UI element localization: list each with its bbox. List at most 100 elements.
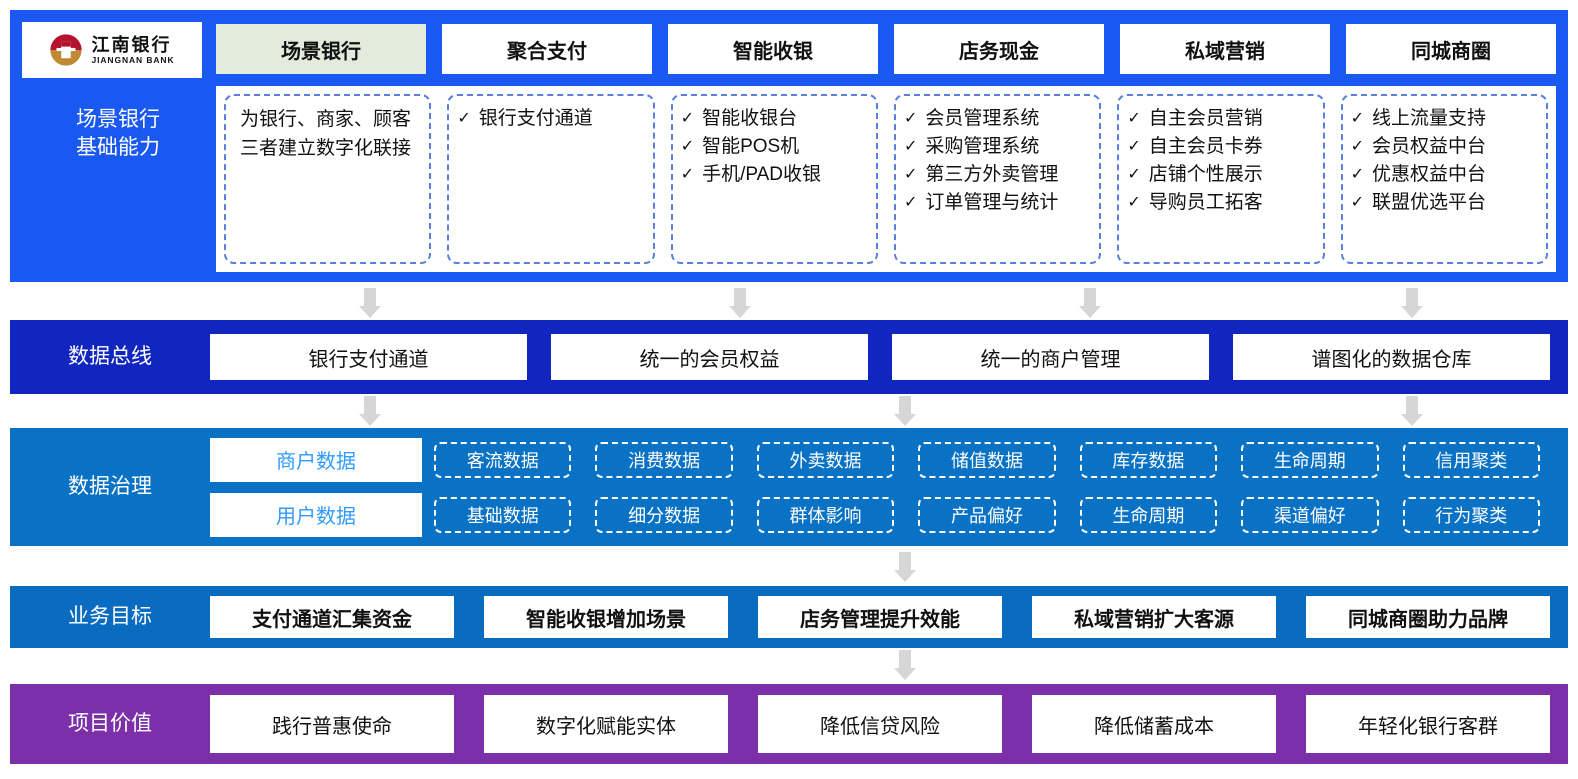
governance-tag[interactable]: 基础数据: [434, 496, 572, 533]
governance-tag-label: 库存数据: [1112, 450, 1185, 471]
project-value-1[interactable]: 践行普惠使命: [210, 695, 454, 753]
flow-arrow-down-icon: [359, 396, 381, 426]
governance-category[interactable]: 用户数据: [210, 492, 422, 537]
tab-2[interactable]: 聚合支付: [442, 24, 652, 74]
capability-label-line1: 场景银行: [76, 108, 160, 131]
flow-arrow-down-icon: [894, 396, 916, 426]
capability-list-item: ✓自主会员营销: [1127, 106, 1314, 133]
governance-tag[interactable]: 库存数据: [1079, 441, 1218, 478]
tab-1[interactable]: 场景银行: [216, 24, 426, 74]
capability-card-5: ✓自主会员营销✓自主会员卡券✓店铺个性展示✓导购员工拓客: [1117, 94, 1325, 264]
data-bus-item-label: 统一的会员权益: [639, 348, 780, 371]
project-value-label: 降低储蓄成本: [1094, 715, 1214, 738]
data-bus-item-4[interactable]: 谱图化的数据仓库: [1233, 334, 1550, 380]
governance-tag[interactable]: 外卖数据: [756, 441, 895, 478]
governance-tag-label: 基础数据: [466, 505, 539, 526]
data-bus-item-1[interactable]: 银行支付通道: [210, 334, 527, 380]
tab-label: 智能收银: [733, 40, 813, 63]
capability-left-column: 江南银行 JIANGNAN BANK 场景银行 基础能力: [22, 22, 214, 163]
governance-tag[interactable]: 产品偏好: [918, 496, 1056, 533]
data-bus-item-2[interactable]: 统一的会员权益: [551, 334, 868, 380]
bank-logo-text: 江南银行 JIANGNAN BANK: [91, 36, 174, 65]
governance-tag[interactable]: 群体影响: [756, 496, 895, 533]
capability-list-item: ✓ 智能POS机: [681, 134, 868, 161]
project-value-4[interactable]: 降低储蓄成本: [1032, 695, 1276, 753]
flow-arrow-down-icon: [359, 288, 381, 318]
tab-4[interactable]: 店务现金: [894, 24, 1104, 74]
capability-section-label: 场景银行 基础能力: [22, 106, 214, 163]
governance-tag[interactable]: 生命周期: [1079, 496, 1218, 533]
check-icon: ✓: [680, 165, 695, 183]
governance-tag-label: 渠道偏好: [1273, 505, 1346, 526]
business-goal-5[interactable]: 同城商圈助力品牌: [1306, 596, 1550, 638]
flow-arrow-down-icon: [1079, 288, 1101, 318]
tab-5[interactable]: 私域营销: [1120, 24, 1330, 74]
capability-section: 江南银行 JIANGNAN BANK 场景银行 基础能力 场景银行聚合支付智能收…: [10, 10, 1568, 282]
governance-tag[interactable]: 信用聚类: [1402, 441, 1540, 478]
governance-row-1: 商户数据客流数据消费数据 外卖数据 储值数据 库存数据 生命周期信用聚类: [210, 437, 1552, 482]
capability-list-item: ✓订单管理与统计: [904, 190, 1091, 217]
check-icon: ✓: [1350, 165, 1365, 183]
business-goal-label: 店务管理提升效能: [800, 608, 960, 631]
tab-6[interactable]: 同城商圈: [1346, 24, 1556, 74]
data-bus-item-label: 统一的商户管理: [980, 348, 1121, 371]
governance-tag-label: 群体影响: [789, 505, 862, 526]
governance-category[interactable]: 商户数据: [210, 437, 422, 482]
project-value-label: 数字化赋能实体: [536, 715, 676, 738]
governance-tag[interactable]: 储值数据: [918, 441, 1056, 478]
governance-tag[interactable]: 渠道偏好: [1241, 496, 1379, 533]
governance-tag[interactable]: 客流数据: [434, 441, 572, 478]
business-goal-4[interactable]: 私域营销扩大客源: [1032, 596, 1276, 638]
governance-tag[interactable]: 消费数据: [595, 441, 733, 478]
capability-list-item-label: 采购管理系统: [925, 135, 1040, 157]
governance-tag[interactable]: 细分数据: [595, 496, 733, 533]
data-governance-label: 数据治理: [68, 474, 152, 498]
business-goal-1[interactable]: 支付通道汇集资金: [210, 596, 454, 638]
capability-card-1: 为银行、商家、顾客三者建立数字化联接: [224, 94, 432, 264]
governance-tag-label: 生命周期: [1112, 505, 1185, 526]
capability-list-item: ✓智能收银台: [681, 106, 868, 133]
project-value-section: 项目价值 践行普惠使命数字化赋能实体降低信贷风险降低储蓄成本年轻化银行客群: [10, 684, 1568, 764]
check-icon: ✓: [457, 110, 471, 127]
flow-arrow-down-icon: [729, 288, 751, 318]
capability-list-item-label: 银行支付通道: [478, 108, 593, 129]
governance-tag-label: 外卖数据: [789, 450, 862, 471]
data-bus-item-3[interactable]: 统一的商户管理: [892, 334, 1209, 380]
governance-tags: 基础数据 细分数据 群体影响 产品偏好 生命周期 渠道偏好 行为聚类: [422, 496, 1552, 533]
capability-list-item-label: 线上流量支持: [1372, 108, 1487, 129]
capability-list-item-label: 会员管理系统: [925, 108, 1040, 129]
capability-list-item-label: 智能POS机: [702, 135, 800, 157]
flow-arrow-down-icon: [1401, 288, 1423, 318]
project-value-label: 年轻化银行客群: [1358, 715, 1498, 738]
check-icon: ✓: [680, 137, 695, 155]
capability-list-item: ✓采购管理系统: [904, 134, 1091, 161]
project-value-label: 践行普惠使命: [272, 715, 392, 738]
capability-list-item-label: 会员权益中台: [1372, 135, 1487, 157]
tab-3[interactable]: 智能收银: [668, 24, 878, 74]
governance-tag[interactable]: 行为聚类: [1402, 496, 1540, 533]
project-value-3[interactable]: 降低信贷风险: [758, 695, 1002, 753]
flow-arrow-down-icon: [894, 650, 916, 680]
capability-list-item-label: 订单管理与统计: [925, 191, 1059, 213]
capability-card-4: ✓会员管理系统✓采购管理系统✓第三方外卖管理✓订单管理与统计: [893, 94, 1102, 264]
capability-list-item-label: 店铺个性展示: [1148, 163, 1263, 185]
bank-emblem-icon: [49, 33, 83, 67]
bank-name-cn: 江南银行: [91, 34, 172, 55]
business-goal-3[interactable]: 店务管理提升效能: [758, 596, 1002, 638]
governance-tag-label: 行为聚类: [1435, 505, 1508, 526]
governance-tag-label: 细分数据: [628, 505, 701, 526]
governance-row-2: 用户数据 基础数据 细分数据 群体影响 产品偏好 生命周期 渠道偏好 行为聚类: [210, 492, 1552, 537]
check-icon: ✓: [1350, 193, 1365, 211]
project-value-2[interactable]: 数字化赋能实体: [484, 695, 728, 753]
capability-list-item-label: 智能收银台: [702, 108, 798, 129]
project-value-label: 降低信贷风险: [820, 715, 940, 738]
business-goal-2[interactable]: 智能收银增加场景: [484, 596, 728, 638]
data-governance-grid: 商户数据客流数据消费数据外卖数据储值数据库存数据生命周期信用聚类用户数据基础数据…: [210, 437, 1568, 537]
project-value-items: 践行普惠使命 数字化赋能实体 降低信贷风险 降低储蓄成本 年轻化银行客群: [210, 695, 1568, 753]
capability-list-item-label: 自主会员营销: [1148, 108, 1263, 129]
project-value-5[interactable]: 年轻化银行客群: [1306, 695, 1550, 753]
capability-list-item: ✓联盟优选平台: [1351, 190, 1538, 217]
tab-label: 聚合支付: [507, 40, 587, 63]
governance-tag[interactable]: 生命周期: [1241, 441, 1379, 478]
bank-logo: 江南银行 JIANGNAN BANK: [22, 22, 202, 78]
